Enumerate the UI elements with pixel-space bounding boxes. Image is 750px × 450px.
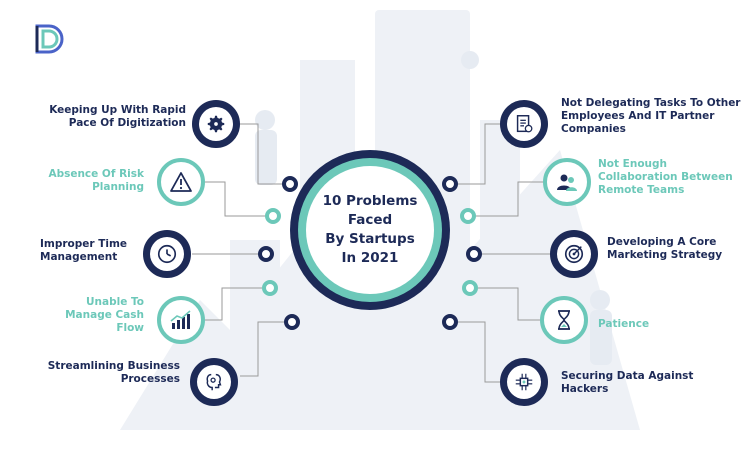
item-icon-circle [540, 296, 588, 344]
item-icon-circle [157, 158, 205, 206]
item-label: Patience [598, 318, 650, 330]
item-label: Streamlining Business Processes [47, 360, 180, 385]
clock-icon [157, 244, 177, 264]
center-title-line: 10 Problems [322, 193, 418, 209]
connector-dot [466, 246, 482, 262]
item-label: Not Enough Collaboration Between Remote … [598, 158, 733, 196]
connector-dot [262, 280, 278, 296]
item-icon-circle [543, 158, 591, 206]
connector-dot [442, 176, 458, 192]
item-label: Developing A Core Marketing Strategy [607, 236, 723, 261]
connector-dot [462, 280, 478, 296]
connector-dot [284, 314, 300, 330]
circuit-chip-icon [515, 373, 533, 391]
connector-dot [460, 208, 476, 224]
team-icon [557, 174, 577, 191]
item-icon-circle [190, 358, 238, 406]
item-label: Not Delegating Tasks To Other Employees … [561, 97, 741, 135]
item-icon-circle [500, 358, 548, 406]
center-title: 10 Problems Faced By Startups In 2021 [315, 192, 425, 268]
brand-logo [35, 24, 64, 54]
item-icon-circle [143, 230, 191, 278]
center-circle: 10 Problems Faced By Startups In 2021 [306, 166, 434, 294]
item-icon-circle [192, 100, 240, 148]
connector-dot [258, 246, 274, 262]
connector-dot [442, 314, 458, 330]
hourglass-icon [558, 310, 570, 330]
target-icon [564, 244, 584, 264]
item-icon-circle [157, 296, 205, 344]
gear-icon [207, 115, 225, 133]
connector-dot [265, 208, 281, 224]
warning-icon [170, 172, 192, 192]
item-label: Unable To Manage Cash Flow [65, 296, 144, 334]
item-icon-circle [550, 230, 598, 278]
document-checklist-icon [516, 115, 533, 133]
item-label: Securing Data Against Hackers [561, 370, 694, 395]
process-brain-icon [206, 373, 222, 391]
center-title-line: In 2021 [341, 250, 399, 266]
center-title-line: Faced [347, 212, 393, 228]
item-label: Improper Time Management [40, 238, 128, 263]
item-label: Keeping Up With Rapid Pace Of Digitizati… [49, 104, 186, 129]
item-icon-circle [500, 100, 548, 148]
money-growth-icon [170, 310, 191, 329]
center-title-line: By Startups [325, 231, 415, 247]
connector-dot [282, 176, 298, 192]
item-label: Absence Of Risk Planning [48, 168, 144, 193]
